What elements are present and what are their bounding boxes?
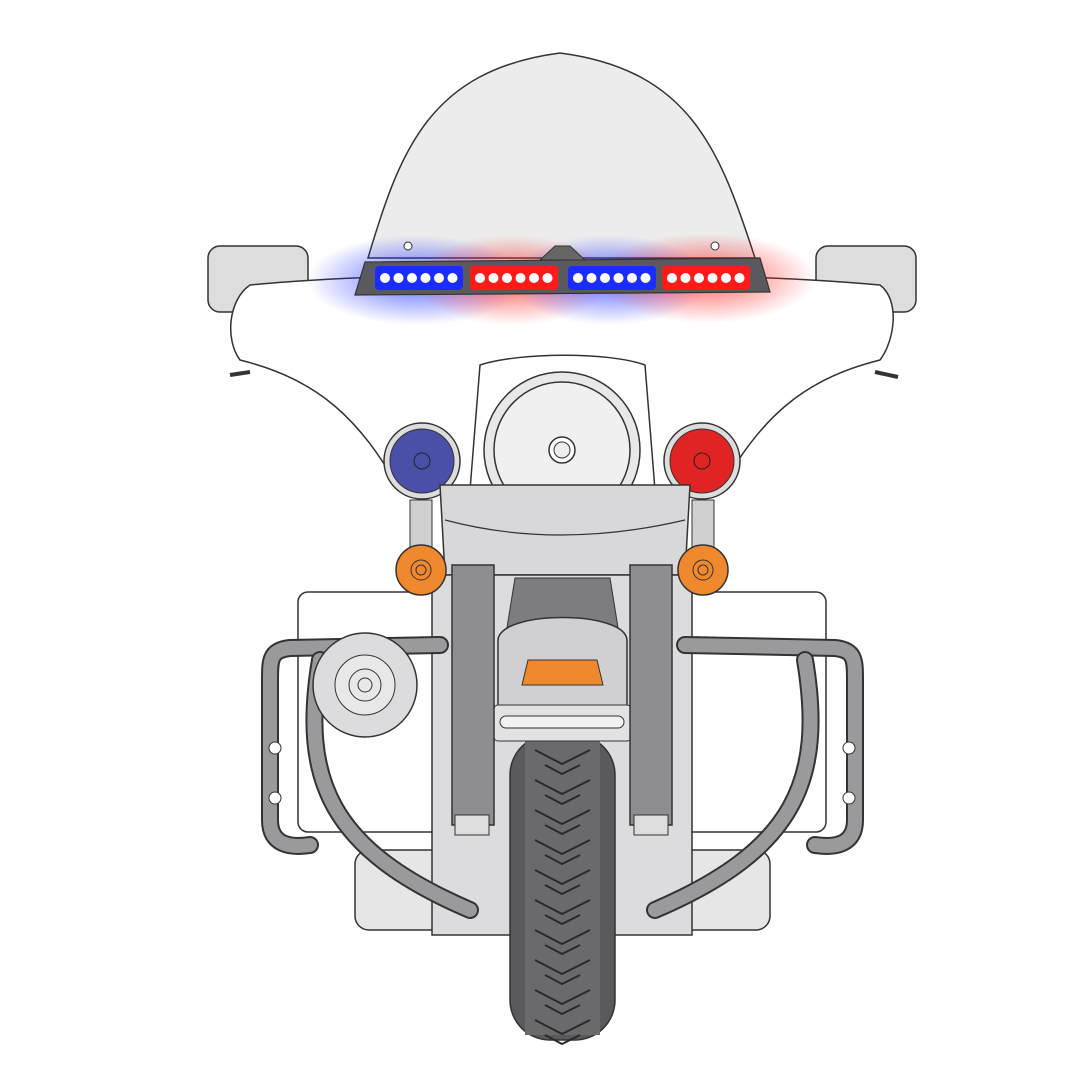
lightbar-segment-red xyxy=(470,266,558,290)
lightbar-segment-blue xyxy=(568,266,656,290)
crash-bar-bolts xyxy=(268,741,856,805)
tread-chevron xyxy=(534,839,591,866)
lightbar-segment-red xyxy=(662,266,750,290)
left-fork xyxy=(451,564,495,836)
tread-chevron xyxy=(534,1019,591,1046)
blue-pursuit-lamp xyxy=(383,422,461,500)
lightbar-segment-blue xyxy=(375,266,463,290)
led xyxy=(640,273,651,283)
led xyxy=(434,273,444,283)
fork-bracket xyxy=(439,484,691,576)
tread-chevron xyxy=(534,869,591,896)
led xyxy=(734,273,745,283)
led xyxy=(502,273,512,283)
tread-chevron xyxy=(534,779,591,806)
led xyxy=(707,273,718,283)
led xyxy=(613,273,624,283)
led xyxy=(627,273,637,283)
led xyxy=(380,273,390,283)
tread-chevron xyxy=(534,899,591,926)
led xyxy=(515,273,526,283)
led xyxy=(529,273,539,283)
red-pursuit-lamp xyxy=(663,422,741,500)
led xyxy=(667,273,677,283)
led xyxy=(393,273,404,283)
tread-chevron xyxy=(534,929,591,956)
led xyxy=(586,273,597,283)
led xyxy=(600,273,610,283)
led xyxy=(447,273,458,283)
led xyxy=(694,273,704,283)
led xyxy=(488,273,499,283)
right-fork xyxy=(629,564,673,836)
front-tire xyxy=(509,734,616,1046)
tread-chevron xyxy=(534,809,591,836)
led xyxy=(407,273,417,283)
led xyxy=(680,273,691,283)
windshield xyxy=(366,52,757,259)
led xyxy=(475,273,485,283)
led xyxy=(573,273,583,283)
left-turn-signal xyxy=(395,499,447,596)
light-bar xyxy=(307,233,816,325)
right-turn-signal xyxy=(677,499,729,596)
tread-chevron xyxy=(534,749,591,776)
front-fender xyxy=(493,616,632,742)
tread-chevron xyxy=(534,959,591,986)
led xyxy=(542,273,553,283)
led xyxy=(420,273,431,283)
fog-light xyxy=(312,632,418,738)
led xyxy=(721,273,731,283)
tread-chevron xyxy=(534,989,591,1016)
